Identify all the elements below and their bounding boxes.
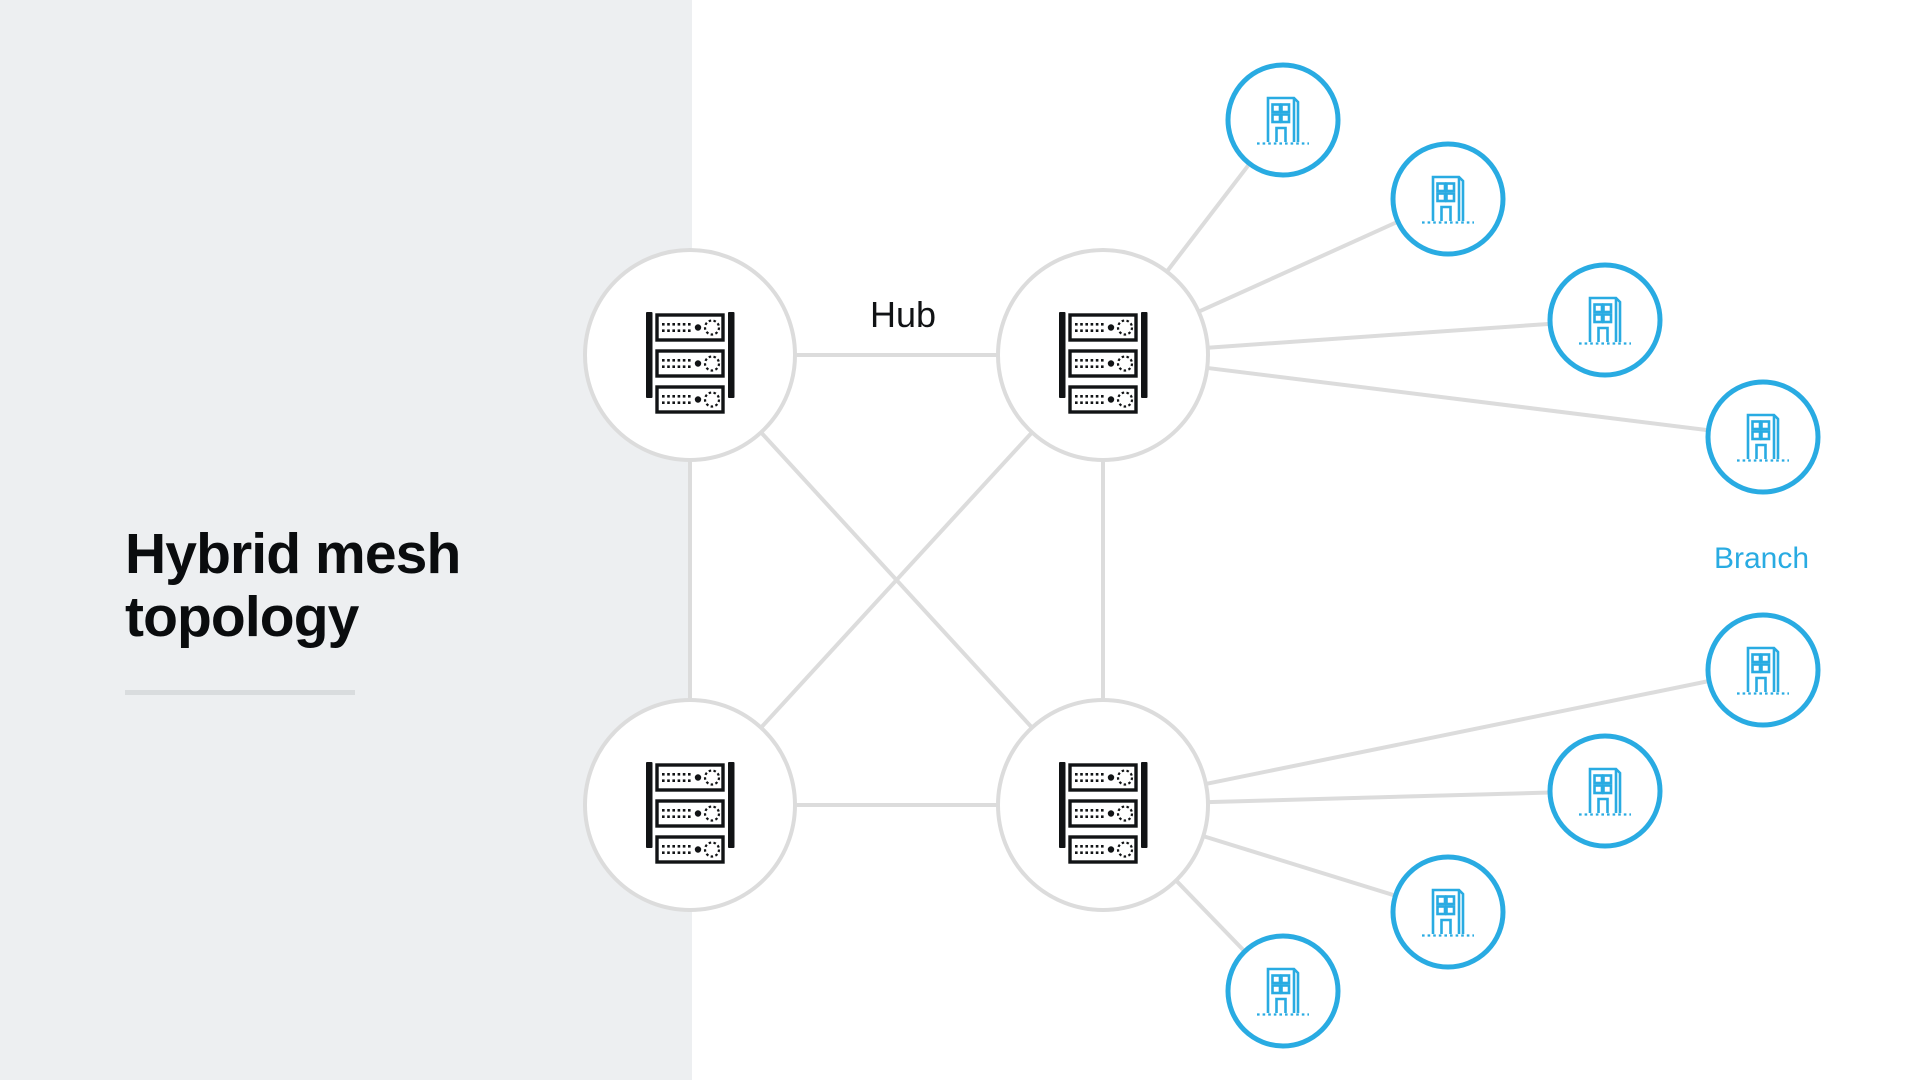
branch-link: [1165, 162, 1252, 273]
left-panel: [0, 0, 692, 1080]
branch-node[interactable]: [1390, 854, 1506, 970]
hub-node-circle[interactable]: [996, 248, 1210, 462]
branch-node[interactable]: [1547, 262, 1663, 378]
branch-node-circle[interactable]: [1390, 141, 1506, 257]
hub-node-group: [583, 248, 1210, 912]
branch-node[interactable]: [1547, 733, 1663, 849]
mesh-link-group: [688, 353, 1105, 807]
office-building-icon: [1737, 646, 1789, 695]
office-building-icon: [1422, 888, 1474, 937]
hub-node[interactable]: [996, 698, 1210, 912]
branch-node-circle[interactable]: [1547, 733, 1663, 849]
mesh-link: [759, 431, 1034, 729]
branch-node-circle[interactable]: [1705, 379, 1821, 495]
branch-link: [1207, 790, 1551, 805]
branch-link-group: [1165, 162, 1710, 953]
branch-label: Branch: [1714, 542, 1809, 575]
office-building-icon: [1579, 767, 1631, 816]
branch-node-circle[interactable]: [1705, 612, 1821, 728]
title-divider: [125, 690, 355, 696]
office-building-icon: [1257, 967, 1309, 1016]
hub-node-circle[interactable]: [996, 698, 1210, 912]
hub-node[interactable]: [583, 698, 797, 912]
office-building-icon: [1257, 96, 1309, 145]
server-rack-icon: [1059, 312, 1148, 414]
hub-node-circle[interactable]: [583, 698, 797, 912]
office-building-icon: [1422, 175, 1474, 224]
title-block: Hybrid mesh topology: [125, 522, 605, 696]
page-title-line-1: Hybrid mesh: [125, 522, 461, 586]
branch-node[interactable]: [1225, 62, 1341, 178]
hub-label: Hub: [870, 294, 936, 335]
server-rack-icon: [646, 312, 735, 414]
branch-link: [1197, 219, 1399, 314]
office-building-icon: [1579, 296, 1631, 345]
office-building-icon: [1737, 413, 1789, 462]
branch-node-circle[interactable]: [1547, 262, 1663, 378]
branch-link: [1174, 879, 1247, 953]
hub-node[interactable]: [996, 248, 1210, 462]
hub-node-circle[interactable]: [583, 248, 797, 462]
branch-node[interactable]: [1390, 141, 1506, 257]
branch-link: [1202, 834, 1397, 898]
branch-node[interactable]: [1705, 612, 1821, 728]
branch-link: [1206, 365, 1709, 433]
page-title-line-2: topology: [125, 584, 359, 649]
branch-link: [1205, 679, 1710, 786]
server-rack-icon: [646, 762, 735, 864]
branch-node-circle[interactable]: [1390, 854, 1506, 970]
branch-node[interactable]: [1705, 379, 1821, 495]
branch-node-circle[interactable]: [1225, 62, 1341, 178]
branch-node[interactable]: [1225, 933, 1341, 1049]
branch-node-circle[interactable]: [1225, 933, 1341, 1049]
server-rack-icon: [1059, 762, 1148, 864]
hub-node[interactable]: [583, 248, 797, 462]
branch-link: [1207, 321, 1551, 350]
branch-node-group: [1225, 62, 1821, 1049]
